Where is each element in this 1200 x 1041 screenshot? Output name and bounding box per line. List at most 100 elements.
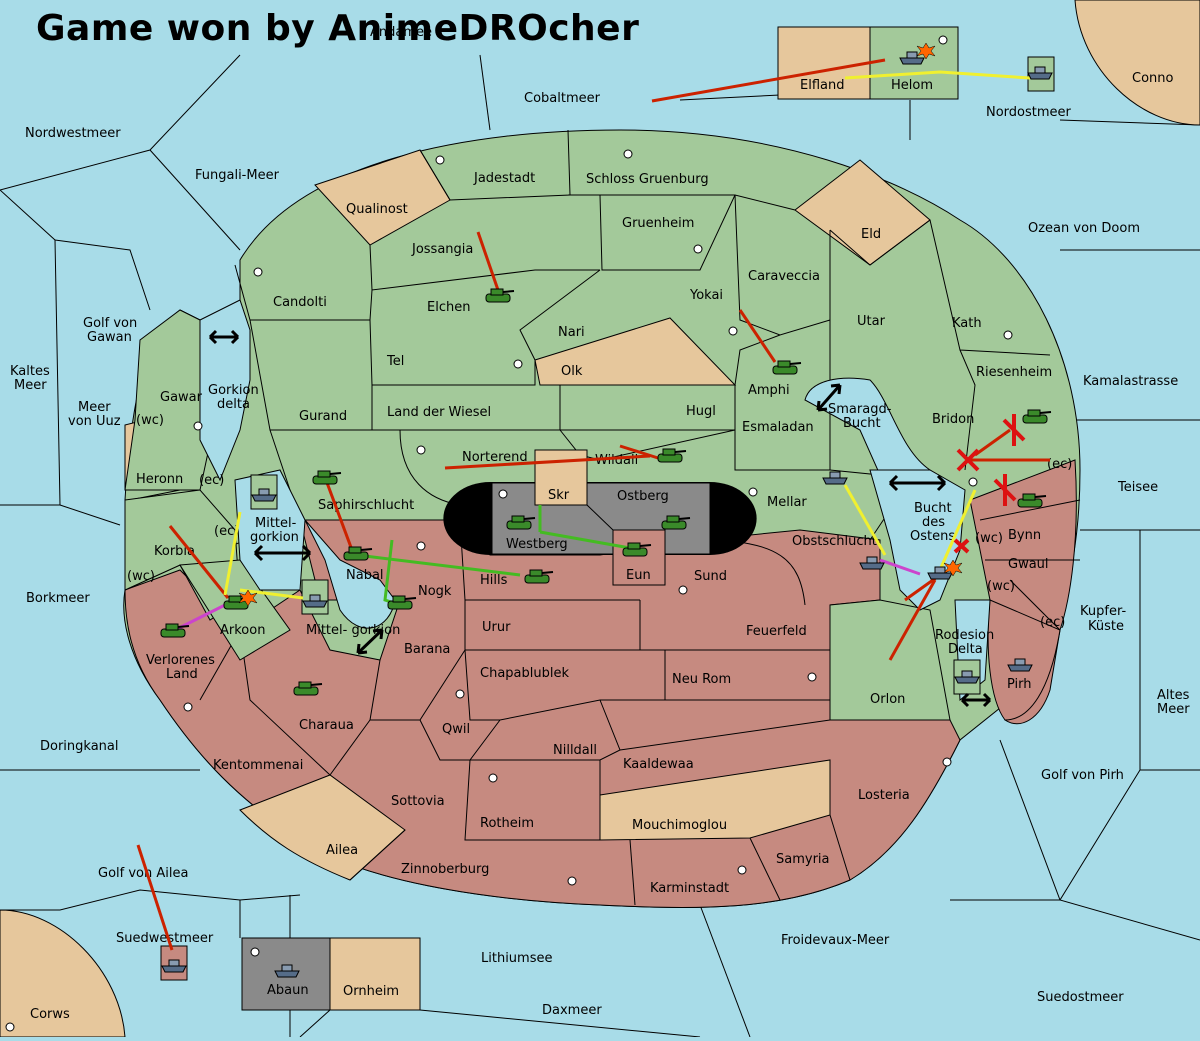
- failed-order-marks: [953, 414, 1026, 554]
- label-yokai: Yokai: [689, 288, 723, 303]
- label-mittel-1: Mittel-: [255, 516, 297, 531]
- label-olk: Olk: [561, 364, 583, 379]
- label-zinnober: Zinnoberburg: [401, 862, 489, 877]
- label-mouchi: Mouchimoglou: [632, 818, 727, 833]
- label-kaltes-2: Meer: [14, 378, 47, 393]
- label-verloren-1: Verlorenes: [146, 653, 215, 668]
- label-ozean: Ozean von Doom: [1028, 221, 1140, 236]
- coast-wc-bynn: (wc): [975, 531, 1003, 546]
- label-eld: Eld: [861, 227, 881, 242]
- label-rodesion-2: Delta: [948, 642, 983, 657]
- label-neurom: Neu Rom: [672, 672, 731, 687]
- label-nilldall: Nilldall: [553, 743, 597, 758]
- label-daxmeer: Daxmeer: [542, 1003, 602, 1018]
- label-golfailea: Golf von Ailea: [98, 866, 188, 881]
- label-arkoon: Arkoon: [220, 623, 265, 638]
- label-ornheim: Ornheim: [343, 984, 399, 999]
- label-urur: Urur: [482, 620, 511, 635]
- label-suedost: Suedostmeer: [1037, 990, 1124, 1005]
- gorkion-lake[interactable]: [199, 299, 251, 482]
- label-gawar: Gawar: [160, 390, 203, 405]
- label-losteria: Losteria: [858, 788, 910, 803]
- coast-ec-gwaul: (ec): [1040, 615, 1065, 630]
- convoy-arrows: [208, 329, 992, 708]
- label-candolti: Candolti: [273, 295, 327, 310]
- label-jadestadt: Jadestadt: [473, 171, 535, 186]
- label-kaltes-1: Kaltes: [10, 364, 50, 379]
- label-gurand: Gurand: [299, 409, 347, 424]
- label-landwiesel: Land der Wiesel: [387, 405, 491, 420]
- label-bucht-3: Ostens: [910, 529, 955, 544]
- order-arrows: [136, 58, 1050, 951]
- label-helom: Helom: [891, 78, 933, 93]
- label-esmaladan: Esmaladan: [742, 420, 814, 435]
- label-feuerfeld: Feuerfeld: [746, 624, 807, 639]
- label-elfland: Elfland: [800, 78, 844, 93]
- arkoon-land[interactable]: [179, 559, 291, 661]
- label-bynn: Bynn: [1008, 528, 1041, 543]
- label-gawan-1: Golf von: [83, 316, 137, 331]
- label-conno: Conno: [1132, 71, 1174, 86]
- label-hugl: Hugl: [686, 404, 716, 419]
- label-verloren-2: Land: [166, 667, 198, 682]
- label-corws: Corws: [30, 1007, 70, 1022]
- label-sottovia: Sottovia: [391, 794, 445, 809]
- label-eun: Eun: [626, 568, 651, 583]
- eun-tile[interactable]: [612, 529, 666, 586]
- elfland-tile[interactable]: [777, 26, 871, 100]
- game-title: Game won by AnimeDROcher: [36, 8, 640, 49]
- label-pirh: Pirh: [1007, 677, 1032, 692]
- label-kath: Kath: [952, 316, 982, 331]
- land-borders: [124, 129, 1081, 906]
- coast-wc-gwaul: (wc): [987, 579, 1015, 594]
- label-nogk: Nogk: [418, 584, 452, 599]
- label-kupfer-1: Kupfer-: [1080, 604, 1126, 619]
- label-kaaldewaa: Kaaldewaa: [623, 757, 694, 772]
- label-fungali: Fungali-Meer: [195, 168, 280, 183]
- label-nordostmeer: Nordostmeer: [986, 105, 1072, 120]
- label-altes-1: Altes: [1157, 688, 1190, 703]
- coast-ec-korbia: (ec): [214, 524, 239, 539]
- label-suedwest: Suedwestmeer: [116, 931, 214, 946]
- label-rotheim: Rotheim: [480, 816, 534, 831]
- label-nari: Nari: [558, 325, 585, 340]
- label-lithium: Lithiumsee: [481, 951, 552, 966]
- conno-land[interactable]: [1074, 0, 1200, 126]
- label-abaun: Abaun: [267, 983, 309, 998]
- label-korbia: Korbia: [154, 544, 195, 559]
- ornheim-tile[interactable]: [329, 937, 421, 1011]
- label-rotbucht: Mittel- gorkion: [306, 623, 400, 638]
- label-orlon: Orlon: [870, 692, 905, 707]
- smaragd-lake[interactable]: [804, 377, 932, 476]
- label-charaua: Charaua: [299, 718, 354, 733]
- supply-centers: [5, 35, 1013, 1032]
- label-utar: Utar: [857, 314, 886, 329]
- label-smaragd-2: Bucht: [843, 416, 881, 431]
- label-skr: Skr: [548, 488, 570, 503]
- label-ailea: Ailea: [326, 843, 358, 858]
- corws-land[interactable]: [0, 909, 126, 1038]
- label-ostberg: Ostberg: [617, 489, 669, 504]
- label-saphir: Saphirschlucht: [318, 498, 414, 513]
- label-rodesion-1: Rodesion: [935, 628, 994, 643]
- label-gwaul: Gwaul: [1008, 557, 1049, 572]
- battle-marks: [238, 42, 963, 607]
- label-kupfer-2: Küste: [1088, 619, 1124, 634]
- label-caraveccia: Caraveccia: [748, 269, 820, 284]
- label-bucht-2: des: [922, 515, 945, 530]
- label-kentom: Kentommenai: [213, 758, 303, 773]
- label-doring: Doringkanal: [40, 739, 119, 754]
- label-qualinost: Qualinost: [346, 202, 408, 217]
- label-mellar: Mellar: [767, 495, 807, 510]
- label-schloss: Schloss Gruenburg: [586, 172, 709, 187]
- label-bridon: Bridon: [932, 412, 974, 427]
- label-heronn: Heronn: [136, 472, 183, 487]
- label-tel: Tel: [386, 354, 404, 369]
- label-wildall: Wildall: [595, 453, 638, 468]
- label-nabal: Nabal: [346, 568, 384, 583]
- label-teisee: Teisee: [1117, 480, 1158, 495]
- label-bucht-1: Bucht: [914, 501, 952, 516]
- label-elchen: Elchen: [427, 300, 470, 315]
